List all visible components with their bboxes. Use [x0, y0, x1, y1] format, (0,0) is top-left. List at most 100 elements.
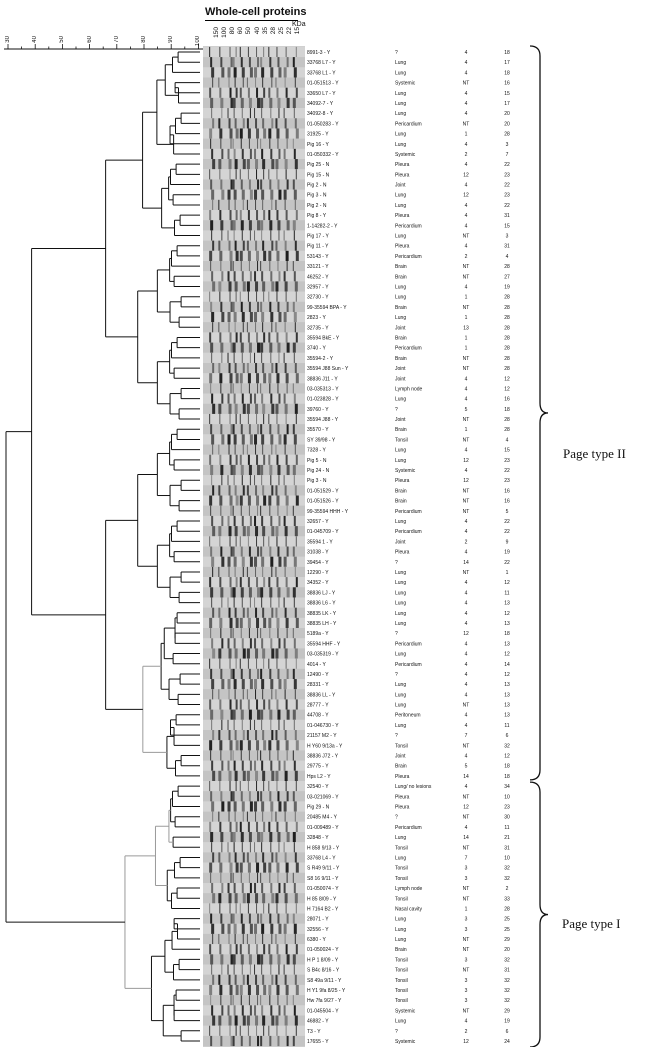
gel-band — [255, 852, 258, 863]
isolate-origin: ? — [395, 733, 398, 739]
gel-band — [277, 57, 280, 68]
gel-band — [229, 903, 231, 914]
isolate-serotype: 4 — [465, 723, 468, 729]
gel-band — [218, 607, 221, 618]
gel-band — [248, 505, 250, 516]
gel-band — [294, 281, 298, 292]
gel-lane — [203, 801, 305, 812]
gel-band — [276, 332, 279, 343]
gel-band — [227, 556, 231, 567]
gel-band — [235, 250, 239, 262]
gel-band — [254, 556, 258, 567]
isolate-origin: Tonsil — [395, 845, 408, 851]
gel-lane — [203, 485, 305, 496]
gel-band — [271, 240, 274, 251]
gel-band — [246, 240, 249, 251]
gel-band — [275, 1015, 279, 1026]
gel-band — [239, 617, 243, 629]
gel-band — [235, 128, 239, 139]
gel-band — [294, 485, 297, 496]
gel-band — [221, 311, 225, 323]
isolate-serotype: NT — [463, 437, 470, 443]
isolate-serotype: 12 — [463, 631, 469, 637]
gel-band — [268, 577, 271, 588]
isolate-origin: Tonsil — [395, 866, 408, 872]
gel-band — [284, 852, 287, 863]
gel-band — [248, 628, 250, 639]
gel-band — [228, 730, 231, 741]
gel-band — [262, 403, 266, 414]
gel-band — [292, 220, 296, 231]
gel-band — [275, 485, 278, 496]
gel-lane — [203, 648, 305, 659]
gel-lane — [203, 138, 305, 149]
gel-band — [278, 719, 280, 731]
gel-band — [209, 332, 212, 343]
isolate-serotype: 3 — [465, 876, 468, 882]
gel-band — [210, 750, 212, 761]
gel-band — [257, 301, 260, 312]
isolate-id: 99-35594 BPA - Y — [307, 305, 347, 311]
page-type-ii-label: Page type II — [563, 446, 626, 461]
gel-band — [278, 923, 282, 934]
gel-band — [275, 730, 278, 741]
gel-band — [283, 760, 286, 771]
gel-band — [261, 842, 263, 853]
gel-band — [246, 811, 248, 822]
gel-band — [246, 444, 248, 455]
gel-band — [230, 97, 234, 109]
scale-tick-label: 60 — [86, 36, 93, 43]
isolate-id: Pig 16 - Y — [307, 142, 330, 148]
gel-lane — [203, 658, 305, 669]
isolate-profile: 20 — [504, 121, 510, 127]
gel-band — [240, 709, 244, 720]
gel-band — [260, 791, 263, 802]
gel-band — [233, 189, 237, 200]
gel-lane — [203, 128, 305, 139]
isolate-origin: Pericardium — [395, 662, 422, 668]
gel-band — [283, 189, 287, 200]
gel-band — [268, 781, 270, 792]
gel-band — [295, 169, 297, 180]
gel-band — [229, 658, 231, 669]
gel-lane — [203, 301, 305, 312]
gel-band — [254, 271, 257, 282]
gel-lane — [203, 893, 305, 904]
gel-band — [255, 689, 257, 700]
gel-band — [221, 475, 223, 486]
gel-band — [276, 454, 279, 465]
gel-band — [255, 322, 257, 333]
gel-band — [234, 770, 238, 782]
isolate-profile: 22 — [504, 519, 510, 525]
gel-band — [293, 515, 296, 527]
gel-band — [230, 872, 232, 883]
gel-band — [271, 648, 275, 659]
gel-band — [262, 444, 264, 455]
gel-band — [233, 679, 237, 690]
gel-lane — [203, 87, 305, 98]
gel-band — [262, 811, 264, 822]
gel-band — [247, 250, 251, 262]
isolate-serotype: 1 — [465, 315, 468, 321]
gel-band — [218, 444, 220, 455]
gel-band — [294, 933, 296, 945]
gel-band — [268, 903, 270, 914]
gel-band — [218, 933, 220, 945]
isolate-serotype: 4 — [465, 754, 468, 760]
gel-band — [262, 893, 266, 904]
gel-band — [227, 434, 231, 445]
isolate-id: 35594 HHF - Y — [307, 641, 341, 647]
gel-band — [261, 882, 264, 894]
gel-band — [240, 138, 242, 149]
gel-band — [230, 179, 233, 190]
gel-band — [233, 515, 236, 527]
gel-band — [211, 679, 215, 690]
